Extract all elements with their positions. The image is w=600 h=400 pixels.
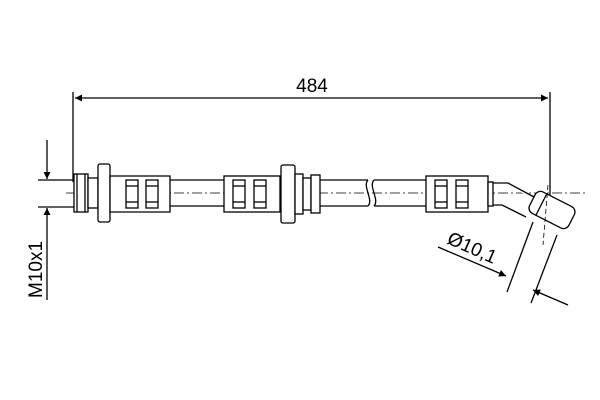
diameter-label: Ø10,1 — [444, 228, 500, 268]
hose-assembly — [73, 163, 576, 230]
thread-label: M10x1 — [26, 241, 47, 298]
thread-dimension: M10x1 — [26, 140, 76, 300]
length-dimension: 484 — [72, 76, 551, 200]
length-label: 484 — [296, 76, 328, 97]
